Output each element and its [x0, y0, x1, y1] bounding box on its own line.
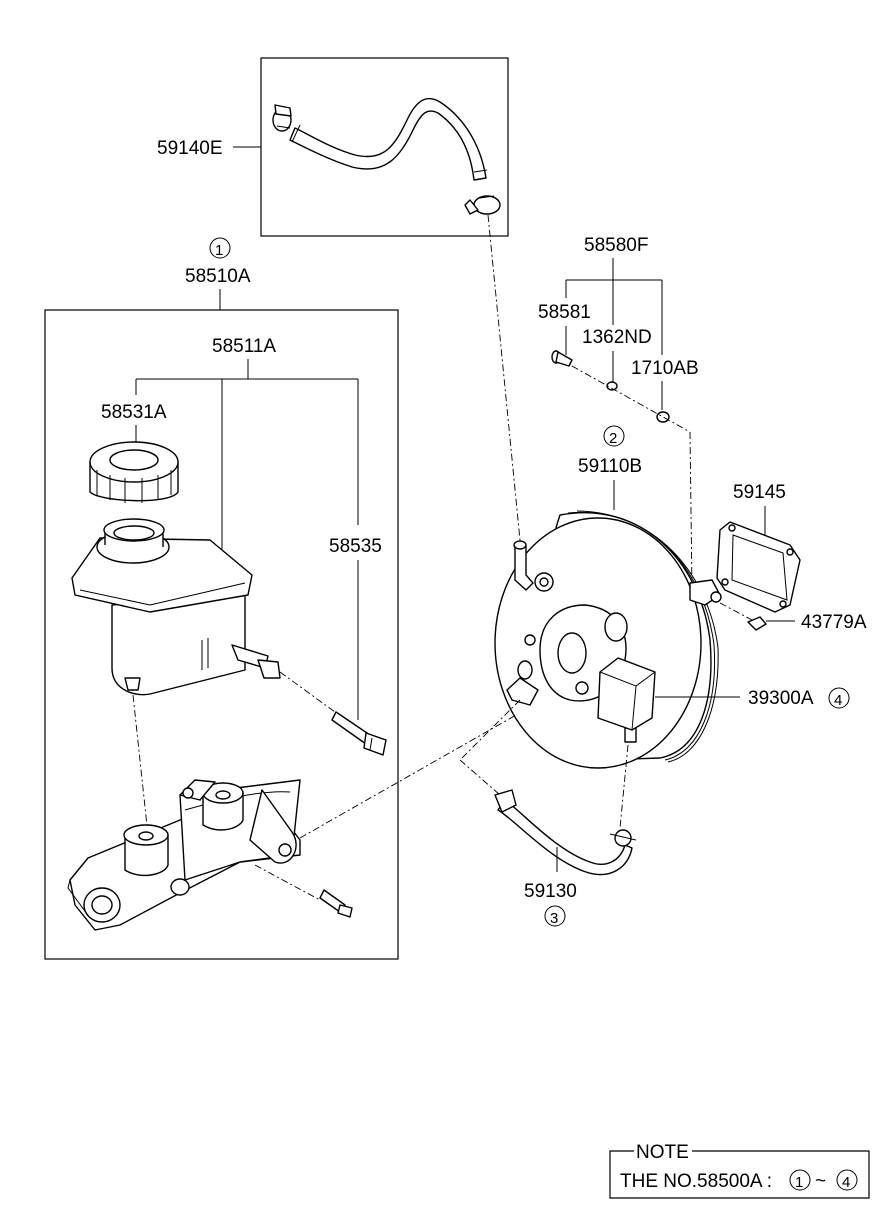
- note-title: NOTE: [636, 1142, 689, 1163]
- callout-number-1: 1: [215, 242, 223, 259]
- pin-part: [551, 350, 573, 367]
- clip-part: [747, 616, 767, 631]
- vacuum-hose-lower-part: [494, 789, 637, 876]
- note-text: THE NO.58500A :: [620, 1171, 772, 1192]
- callout-number-3: 3: [550, 910, 558, 927]
- callout-circle-4: [828, 687, 850, 709]
- label-1710ab: 1710AB: [631, 358, 699, 379]
- master-cylinder-box: [44, 309, 399, 960]
- label-59145: 59145: [733, 482, 786, 503]
- brake-booster-part: [494, 510, 722, 769]
- label-59110b: 59110B: [578, 456, 642, 477]
- note-range-end: 4: [842, 1174, 850, 1191]
- vacuum-hose-upper-part: [272, 98, 501, 215]
- callout-circle-3: [544, 905, 566, 927]
- label-58580f: 58580F: [584, 235, 648, 256]
- label-39300a: 39300A: [748, 688, 814, 709]
- gasket-part: [716, 521, 801, 613]
- label-59130: 59130: [524, 881, 577, 902]
- note-range-start-circle: [789, 1169, 811, 1191]
- check-valve-part: [597, 657, 656, 731]
- label-59140e: 59140E: [157, 138, 223, 159]
- note-box: NOTE THE NO.58500A : 1 ~ 4: [609, 1142, 870, 1199]
- label-58531a: 58531A: [101, 402, 167, 423]
- callout-number-2: 2: [609, 430, 617, 447]
- callout-number-4: 4: [834, 692, 842, 709]
- label-58581: 58581: [538, 302, 591, 323]
- note-range-end-circle: [836, 1169, 858, 1191]
- label-43779a: 43779A: [801, 612, 867, 633]
- label-58511a: 58511A: [212, 336, 276, 357]
- label-58535: 58535: [329, 536, 382, 557]
- reservoir-part: [71, 518, 281, 696]
- label-58510a: 58510A: [185, 266, 251, 287]
- note-range-sep: ~: [815, 1171, 826, 1192]
- master-cylinder-part: [67, 779, 301, 931]
- label-1362nd: 1362ND: [582, 327, 652, 348]
- oring-part: [656, 411, 670, 423]
- reservoir-cap-part: [89, 441, 179, 503]
- level-sensor-part: [331, 711, 387, 756]
- callout-circle-2: [603, 425, 625, 447]
- callout-circle-1: [209, 237, 231, 259]
- note-range-start: 1: [795, 1174, 803, 1191]
- bolt-part: [319, 889, 353, 918]
